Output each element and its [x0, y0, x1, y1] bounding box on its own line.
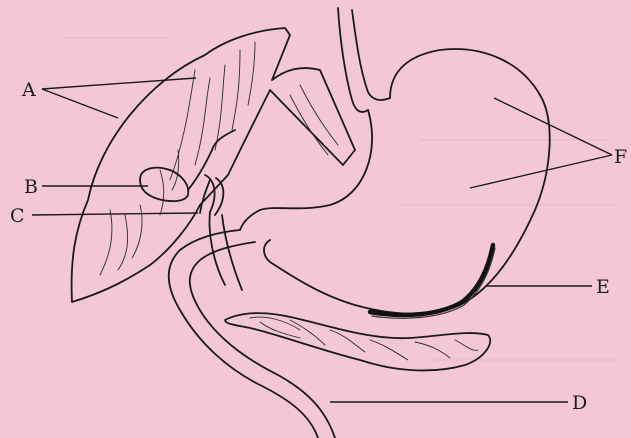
leader-a-lower: [42, 89, 118, 118]
intestine: [169, 212, 335, 438]
stomach: [240, 49, 550, 314]
leader-f-lower: [470, 155, 612, 188]
leader-lines: [32, 78, 612, 402]
liver: [72, 28, 355, 302]
label-f: F: [614, 146, 627, 168]
label-d: D: [572, 392, 587, 414]
leader-c: [32, 213, 198, 215]
label-b: B: [24, 176, 38, 198]
label-a: A: [21, 79, 36, 101]
bile-duct: [188, 130, 235, 215]
background-texture: [60, 38, 620, 360]
greater-curvature-band: [370, 245, 495, 318]
leader-a-upper: [42, 78, 196, 89]
esophagus: [338, 8, 390, 112]
labels: A B C D E F: [10, 79, 627, 414]
gallbladder: [140, 168, 188, 201]
label-e: E: [596, 276, 610, 298]
leader-f-upper: [494, 98, 612, 155]
label-c: C: [10, 205, 25, 227]
pancreas: [225, 313, 490, 370]
